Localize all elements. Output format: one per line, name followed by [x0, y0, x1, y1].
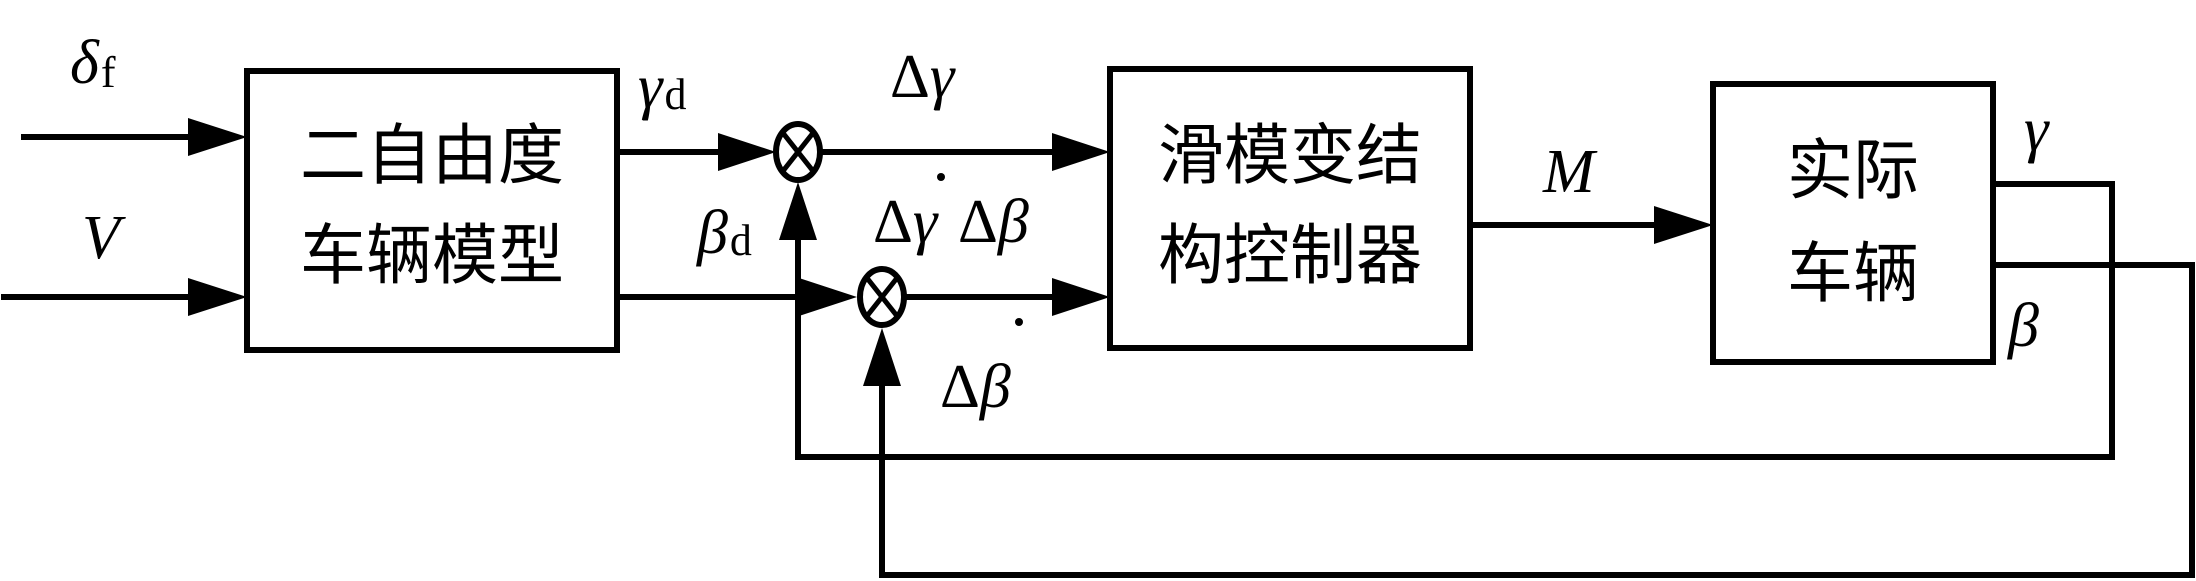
derivative-dot-gamma	[937, 173, 945, 181]
derivative-dot-beta	[1015, 318, 1023, 326]
label-delta-gamma-dot: Δγ	[873, 188, 939, 256]
label-delta-beta-dot: Δβ	[940, 353, 1011, 421]
label-v: V	[82, 204, 126, 272]
beta-d-arrow	[617, 278, 857, 316]
plant-label-line2: 车辆	[1787, 235, 1919, 312]
input-speed-arrow	[1, 278, 247, 316]
reference-model-block: 二自由度 车辆模型	[244, 68, 620, 353]
reference-model-label-line2: 车辆模型	[300, 217, 564, 294]
label-beta: β	[2007, 292, 2039, 360]
label-beta-d: βd	[696, 199, 752, 267]
controller-label-line1: 滑模变结	[1158, 117, 1422, 194]
label-delta-f: δf	[70, 29, 116, 97]
sliding-mode-controller-block: 滑模变结 构控制器	[1107, 66, 1473, 351]
delta-gamma-arrow	[817, 133, 1110, 171]
plant-label-line1: 实际	[1787, 132, 1919, 209]
summing-junction-sideslip	[857, 266, 907, 328]
controller-label-line2: 构控制器	[1158, 217, 1422, 294]
feedback-beta-path	[863, 262, 2195, 578]
label-moment: M	[1542, 138, 1598, 206]
moment-arrow	[1470, 206, 1713, 244]
delta-beta-arrow	[901, 278, 1110, 316]
feedback-gamma-path	[779, 181, 2115, 460]
label-delta-beta: Δβ	[958, 188, 1029, 256]
reference-model-label-line1: 二自由度	[300, 117, 564, 194]
label-gamma-d: γd	[638, 53, 686, 121]
label-gamma: γ	[2024, 96, 2050, 164]
summing-junction-yaw	[773, 121, 823, 183]
actual-vehicle-block: 实际 车辆	[1710, 81, 1996, 365]
gamma-d-arrow	[617, 133, 776, 171]
label-delta-gamma: Δγ	[890, 43, 956, 111]
input-steer-arrow	[21, 118, 247, 156]
